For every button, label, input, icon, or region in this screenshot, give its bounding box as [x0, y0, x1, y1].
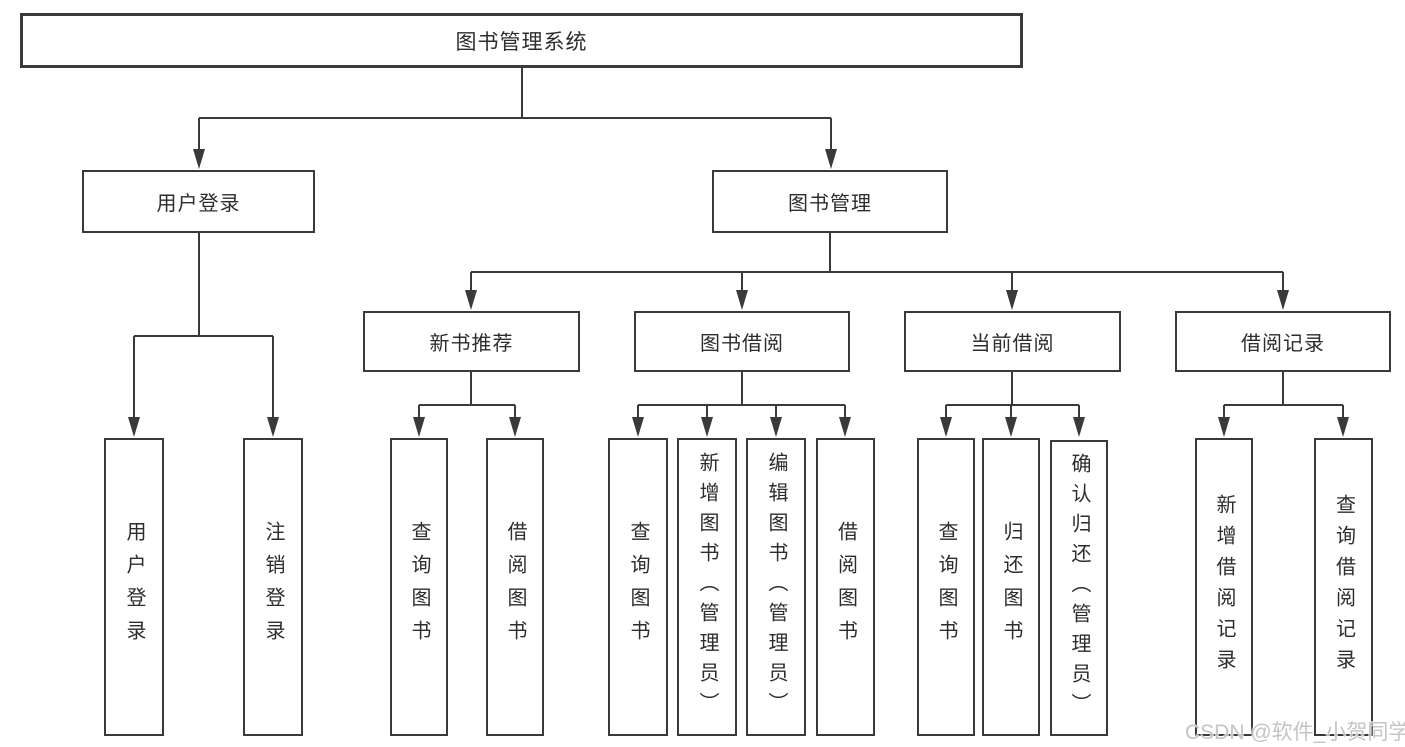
node-leaf-edit-book-admin-label: 编辑图书（管理员）: [765, 452, 787, 722]
node-leaf-query-books-1: 查询图书: [390, 438, 448, 736]
node-borrow-records-label: 借阅记录: [1241, 333, 1325, 355]
node-book-management: 图书管理: [712, 170, 948, 233]
node-leaf-query-borrow-record: 查询借阅记录: [1314, 438, 1373, 736]
node-book-management-label: 图书管理: [788, 193, 872, 215]
node-new-book-recommend: 新书推荐: [363, 311, 580, 372]
node-borrow-records: 借阅记录: [1175, 311, 1391, 372]
node-leaf-query-books-2: 查询图书: [608, 438, 668, 736]
csdn-watermark: CSDN @软件_小贺同学: [1185, 721, 1405, 744]
node-current-borrowing: 当前借阅: [904, 311, 1121, 372]
node-library-system: 图书管理系统: [20, 13, 1023, 68]
node-leaf-confirm-return-admin: 确认归还（管理员）: [1050, 440, 1108, 736]
node-new-book-recommend-label: 新书推荐: [429, 333, 514, 355]
node-leaf-logout-label: 注销登录: [262, 521, 284, 653]
node-current-borrowing-label: 当前借阅: [970, 333, 1055, 355]
node-user-login: 用户登录: [82, 170, 315, 233]
node-leaf-return-book-label: 归还图书: [1000, 521, 1022, 653]
node-leaf-query-books-1-label: 查询图书: [408, 521, 430, 653]
node-leaf-user-login-label: 用户登录: [123, 521, 145, 653]
node-leaf-query-books-2-label: 查询图书: [627, 521, 649, 653]
node-leaf-add-borrow-record: 新增借阅记录: [1195, 438, 1253, 736]
node-leaf-add-book-admin-label: 新增图书（管理员）: [696, 452, 718, 722]
node-book-borrowing: 图书借阅: [634, 311, 850, 372]
node-library-system-label: 图书管理系统: [455, 30, 588, 54]
node-leaf-user-login: 用户登录: [104, 438, 164, 736]
node-user-login-label: 用户登录: [156, 193, 241, 215]
node-leaf-confirm-return-admin-label: 确认归还（管理员）: [1068, 453, 1090, 723]
node-leaf-query-books-3: 查询图书: [917, 438, 975, 736]
node-leaf-borrow-books-1: 借阅图书: [486, 438, 544, 736]
node-leaf-query-borrow-record-label: 查询借阅记录: [1332, 494, 1355, 680]
node-leaf-add-borrow-record-label: 新增借阅记录: [1213, 494, 1235, 680]
node-leaf-add-book-admin: 新增图书（管理员）: [677, 438, 737, 736]
node-leaf-borrow-books-1-label: 借阅图书: [504, 521, 526, 653]
node-leaf-query-books-3-label: 查询图书: [935, 521, 957, 653]
node-leaf-borrow-books-2-label: 借阅图书: [834, 521, 857, 653]
node-leaf-logout: 注销登录: [243, 438, 303, 736]
node-leaf-borrow-books-2: 借阅图书: [816, 438, 875, 736]
node-leaf-return-book: 归还图书: [982, 438, 1040, 736]
node-book-borrowing-label: 图书借阅: [700, 333, 784, 355]
node-leaf-edit-book-admin: 编辑图书（管理员）: [746, 438, 806, 736]
